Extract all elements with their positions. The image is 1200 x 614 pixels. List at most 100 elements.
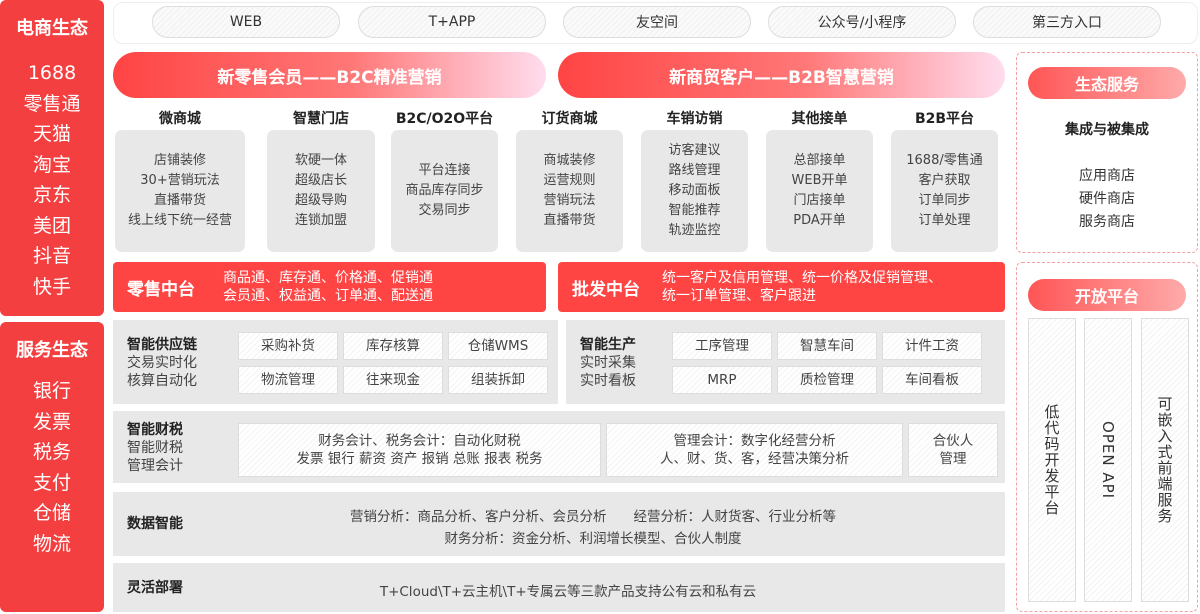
retail-middle-platform: 零售中台 商品通、库存通、价格通、促销通会员通、权益通、订单通、配送通 (113, 262, 546, 312)
service-item: 支付 (32, 471, 71, 494)
data-title: 数据智能 (127, 516, 183, 532)
production-cell: 质检管理 (777, 366, 877, 394)
supply-cell: 往来现金 (343, 366, 443, 394)
embeddable-frontend-label: 可嵌入式前端服务 (1155, 396, 1174, 524)
ecommerce-ecosystem: 电商生态 1688 零售通天猫淘宝京东美团抖音快手 (0, 0, 104, 316)
channel-button[interactable]: WEB (152, 6, 340, 38)
wholesale-mid-line: 统一客户及信用管理、统一价格及促销管理、 (662, 270, 942, 286)
wholesale-mid-title: 批发中台 (572, 279, 640, 300)
column-item: PDA开单 (793, 213, 846, 228)
service-title: 服务生态 (16, 340, 88, 361)
eco-service-panel: 生态服务 集成与被集成 应用商店 硬件商店 服务商店 (1016, 52, 1198, 253)
cell-line: 财务会计、税务会计：自动化财税 (318, 433, 521, 449)
production-cell: 计件工资 (882, 332, 982, 360)
eco-service-subtitle: 集成与被集成 (1065, 122, 1149, 138)
column-title: 订货商城 (541, 111, 598, 127)
low-code-platform: 低代码开发平台 (1028, 318, 1076, 602)
ecommerce-item: 京东 (32, 184, 71, 206)
ecommerce-item: 快手 (32, 275, 71, 298)
ecommerce-item: 抖音 (32, 245, 71, 267)
data-line: 财务分析：资金分析、利润增长模型、合伙人制度 (444, 531, 742, 547)
column-item: 线上线下统一经营 (127, 213, 232, 228)
supply-line: 交易实时化 (127, 355, 197, 371)
production-cell: 工序管理 (672, 332, 772, 360)
column-item: WEB开单 (791, 173, 848, 188)
finance-line: 管理会计 (127, 458, 183, 474)
ecommerce-item: 美团 (32, 214, 71, 237)
column-title: 车销访销 (666, 111, 723, 127)
column-item: 超级导购 (294, 193, 347, 208)
column-box: 访客建议路线管理移动面板智能推荐轨迹监控 (641, 130, 748, 252)
cell-line: 合伙人 (932, 433, 974, 449)
column-item: 营销玩法 (543, 193, 596, 208)
cell-line: 管理 (939, 451, 967, 467)
service-ecosystem: 服务生态 银行发票税务支付仓储物流 (0, 322, 104, 612)
column-item: 商品库存同步 (405, 183, 484, 198)
column-item: 智能推荐 (668, 203, 721, 218)
column-item: 超级店长 (294, 173, 347, 188)
ecommerce-item: 淘宝 (32, 153, 71, 176)
column-title: B2B平台 (914, 111, 975, 127)
column-item: 轨迹监控 (668, 223, 721, 238)
deployment-panel: 灵活部署 T+Cloud\T+云主机\T+专属云等三款产品支持公有云和私有云 (113, 563, 1005, 612)
management-accounting-cell: 管理会计：数字化经营分析人、财、货、客，经营决策分析 (606, 423, 903, 477)
ecommerce-item: 零售通 (23, 92, 81, 115)
embeddable-frontend: 可嵌入式前端服务 (1141, 318, 1189, 602)
retail-mid-line: 会员通、权益通、订单通、配送通 (223, 288, 433, 304)
column-item: 路线管理 (668, 163, 721, 178)
column-title: 微商城 (159, 111, 201, 127)
ecommerce-title: 电商生态 (16, 18, 88, 39)
supply-cell: 物流管理 (238, 366, 338, 394)
column-box: 店铺装修 30+营销玩法直播带货线上线下统一经营 (115, 130, 245, 252)
low-code-label: 低代码开发平台 (1042, 404, 1061, 516)
column-item: 平台连接 (418, 163, 471, 178)
column-item: 连锁加盟 (294, 213, 347, 228)
wholesale-middle-platform: 批发中台 统一客户及信用管理、统一价格及促销管理、统一订单管理、客户跟进 (558, 262, 1005, 312)
column-item: 1688/零售通 (906, 153, 983, 168)
column-item: 直播带货 (543, 213, 596, 228)
column-item: 直播带货 (153, 193, 206, 208)
column-item: 交易同步 (418, 203, 471, 218)
production-line: 实时看板 (580, 373, 636, 389)
channel-button[interactable]: 第三方入口 (973, 6, 1161, 38)
channel-button[interactable]: T+APP (358, 6, 546, 38)
column-item: 移动面板 (668, 183, 721, 198)
data-intelligence-panel: 数据智能 营销分析：商品分析、客户分析、会员分析 经营分析：人财货客、行业分析等… (113, 492, 1005, 556)
wholesale-mid-line: 统一订单管理、客户跟进 (662, 288, 816, 304)
service-item: 物流 (32, 532, 71, 555)
eco-service-item: 硬件商店 (1079, 191, 1135, 207)
column-item: 商城装修 (543, 153, 596, 168)
column-box: 1688/零售通客户获取订单同步订单处理 (891, 130, 998, 252)
column-box: 平台连接商品库存同步交易同步 (391, 130, 498, 252)
service-item: 税务 (32, 441, 71, 463)
production-cell: 智慧车间 (777, 332, 877, 360)
column-item: 访客建议 (668, 143, 721, 158)
deploy-title: 灵活部署 (127, 580, 183, 596)
open-api: OPEN API (1084, 318, 1132, 602)
supply-cell: 组装拆卸 (448, 366, 548, 394)
eco-service-item: 服务商店 (1079, 214, 1135, 230)
retail-mid-line: 商品通、库存通、价格通、促销通 (223, 270, 433, 286)
ecommerce-item: 1688 (27, 62, 77, 84)
eco-service-item: 应用商店 (1079, 168, 1135, 184)
channel-button[interactable]: 公众号/小程序 (768, 6, 956, 38)
column-item: 30+营销玩法 (140, 173, 220, 188)
column-title: 其他接单 (791, 111, 848, 127)
eco-service-title: 生态服务 (1028, 67, 1186, 99)
column-item: 运营规则 (543, 173, 596, 188)
ecommerce-item: 天猫 (32, 123, 71, 145)
column-item: 总部接单 (793, 153, 846, 168)
service-item: 仓储 (32, 502, 71, 524)
open-platform-title: 开放平台 (1028, 279, 1186, 311)
b2b-banner: 新商贸客户——B2B智慧营销 (558, 52, 1005, 98)
finance-title: 智能财税 (127, 422, 183, 438)
channel-button[interactable]: 友空间 (563, 6, 751, 38)
column-item: 店铺装修 (153, 153, 206, 168)
production-cell: 车间看板 (882, 366, 982, 394)
column-title: B2C/O2O平台 (395, 111, 494, 127)
supply-title: 智能供应链 (127, 337, 197, 353)
service-item: 银行 (32, 380, 71, 402)
